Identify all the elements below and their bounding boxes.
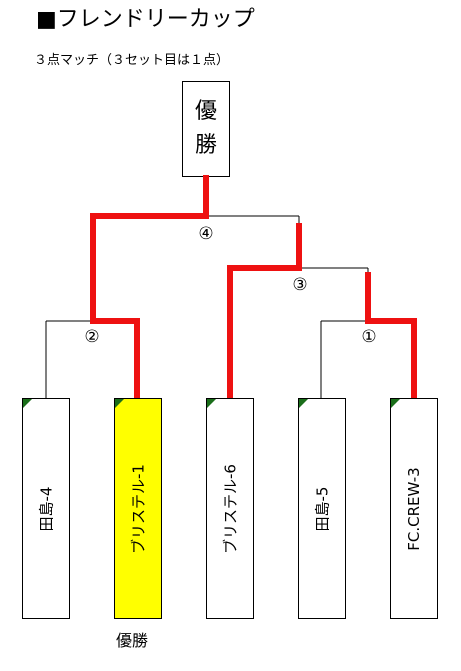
match-number-3: ③ bbox=[288, 275, 312, 295]
team-box-4: 田島-5 bbox=[298, 398, 346, 619]
champion-box: 優 勝 bbox=[182, 81, 230, 177]
winner-path-team3 bbox=[227, 223, 302, 401]
match-number-4: ④ bbox=[194, 224, 218, 244]
team-box-1: 田島-4 bbox=[22, 398, 70, 619]
match-number-1: ① bbox=[357, 327, 381, 347]
match-number-2: ② bbox=[80, 327, 104, 347]
corner-mark bbox=[115, 399, 124, 408]
corner-mark bbox=[299, 399, 308, 408]
team-name: 田島-4 bbox=[37, 486, 56, 531]
team-name: ブリステル-6 bbox=[221, 463, 240, 554]
match-rules: ３点マッチ（３セット目は１点） bbox=[34, 53, 230, 68]
champion-char-1: 優 bbox=[194, 99, 217, 124]
team-name: FC.CREW-3 bbox=[405, 466, 423, 551]
winner-label: 優勝 bbox=[116, 631, 149, 650]
team-name: ブリステル-1 bbox=[129, 463, 148, 554]
page-title: ■フレンドリーカップ bbox=[36, 7, 255, 32]
team-box-3: ブリステル-6 bbox=[206, 398, 254, 619]
corner-mark bbox=[23, 399, 32, 408]
winner-path-team2 bbox=[90, 175, 209, 401]
team-name: 田島-5 bbox=[313, 486, 332, 531]
corner-mark bbox=[391, 399, 400, 408]
team-box-5: FC.CREW-3 bbox=[390, 398, 438, 619]
corner-mark bbox=[207, 399, 216, 408]
champion-char-2: 勝 bbox=[194, 133, 217, 158]
winner-path-team5 bbox=[365, 272, 417, 401]
team-box-2: ブリステル-1 bbox=[114, 398, 162, 619]
